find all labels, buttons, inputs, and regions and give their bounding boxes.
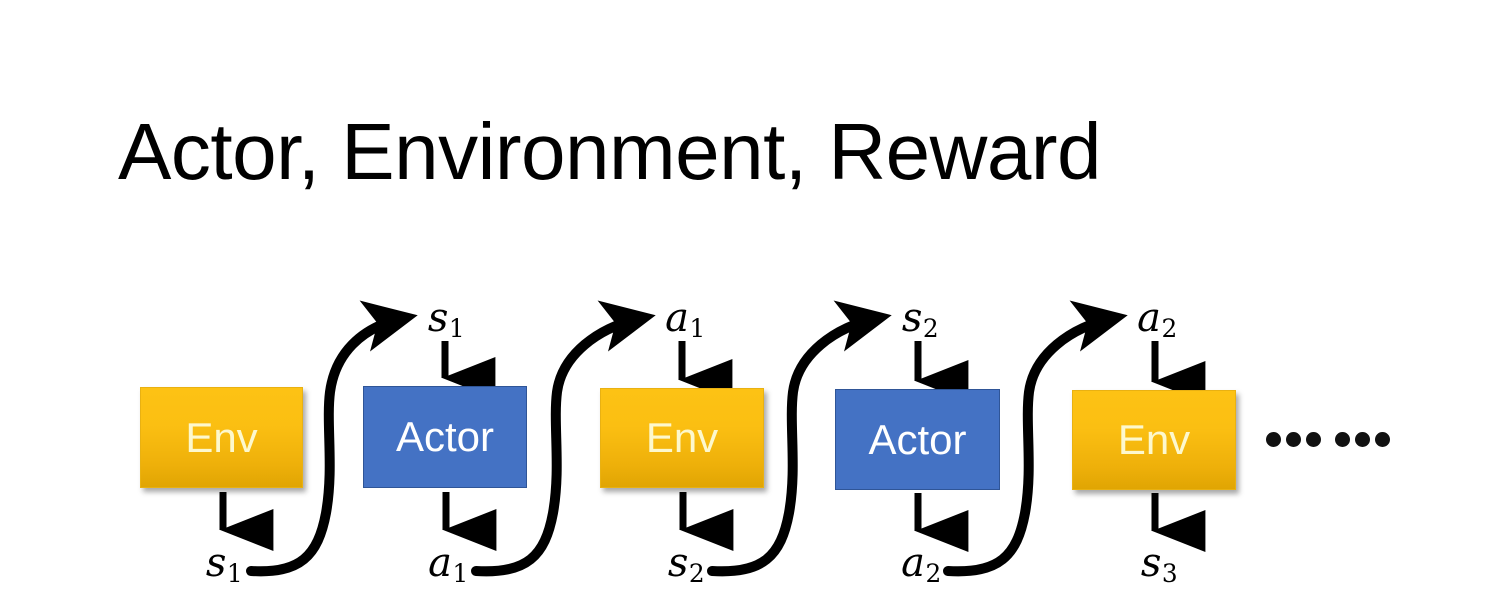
continuation-ellipsis — [1266, 432, 1390, 447]
label-action-a2-bottom: a2 — [901, 540, 941, 586]
symbol-base: a — [901, 540, 926, 586]
curve-a2-bottom-to-top — [943, 300, 1128, 577]
ellipsis-dot — [1286, 432, 1301, 447]
symbol-base: s — [1140, 540, 1162, 586]
curve-a1-bottom-to-top — [471, 300, 656, 577]
page-title: Actor, Environment, Reward — [118, 107, 1101, 196]
top-input-arrows — [441, 341, 1206, 403]
label-action-a1-top: a1 — [665, 295, 705, 341]
label-state-s3-bottom: s3 — [1140, 540, 1178, 586]
symbol-base: a — [428, 540, 453, 586]
ellipsis-dot — [1335, 432, 1350, 447]
node-label: Actor — [868, 415, 967, 463]
symbol-index: 1 — [452, 559, 469, 589]
node-env-1[interactable]: Env — [140, 387, 303, 488]
curve-s2-bottom-to-top — [707, 300, 892, 577]
node-label: Env — [645, 414, 719, 461]
node-label: Env — [185, 413, 258, 461]
label-action-a1-bottom: a1 — [428, 540, 468, 586]
symbol-index: 1 — [448, 314, 465, 344]
symbol-index: 2 — [922, 314, 939, 344]
symbol-base: a — [665, 295, 690, 341]
symbol-index: 2 — [925, 559, 942, 589]
curve-s1-bottom-to-top — [246, 300, 418, 577]
node-env-3[interactable]: Env — [1072, 390, 1236, 490]
ellipsis-dot — [1266, 432, 1281, 447]
ellipsis-dot — [1306, 432, 1321, 447]
label-state-s2-bottom: s2 — [667, 540, 705, 586]
node-env-2[interactable]: Env — [600, 388, 764, 488]
symbol-base: s — [205, 540, 227, 586]
node-label: Env — [1117, 416, 1191, 463]
feedback-curves — [246, 300, 1128, 577]
label-state-s1-top: s1 — [427, 295, 465, 341]
ellipsis-dot — [1375, 432, 1390, 447]
label-state-s2-top: s2 — [901, 295, 939, 341]
ellipsis-dot — [1355, 432, 1370, 447]
symbol-index: 3 — [1161, 559, 1178, 589]
symbol-base: a — [1137, 295, 1162, 341]
symbol-base: s — [427, 295, 449, 341]
symbol-index: 2 — [688, 559, 705, 589]
label-action-a2-top: a2 — [1137, 295, 1177, 341]
symbol-index: 2 — [1161, 314, 1178, 344]
node-actor-1[interactable]: Actor — [363, 386, 527, 488]
symbol-index: 1 — [689, 314, 706, 344]
node-actor-2[interactable]: Actor — [835, 389, 1000, 490]
symbol-base: s — [667, 540, 689, 586]
label-state-s1-bottom: s1 — [205, 540, 243, 586]
symbol-index: 1 — [226, 559, 243, 589]
node-label: Actor — [395, 413, 495, 460]
bottom-output-arrows — [219, 492, 1206, 552]
symbol-base: s — [901, 295, 923, 341]
